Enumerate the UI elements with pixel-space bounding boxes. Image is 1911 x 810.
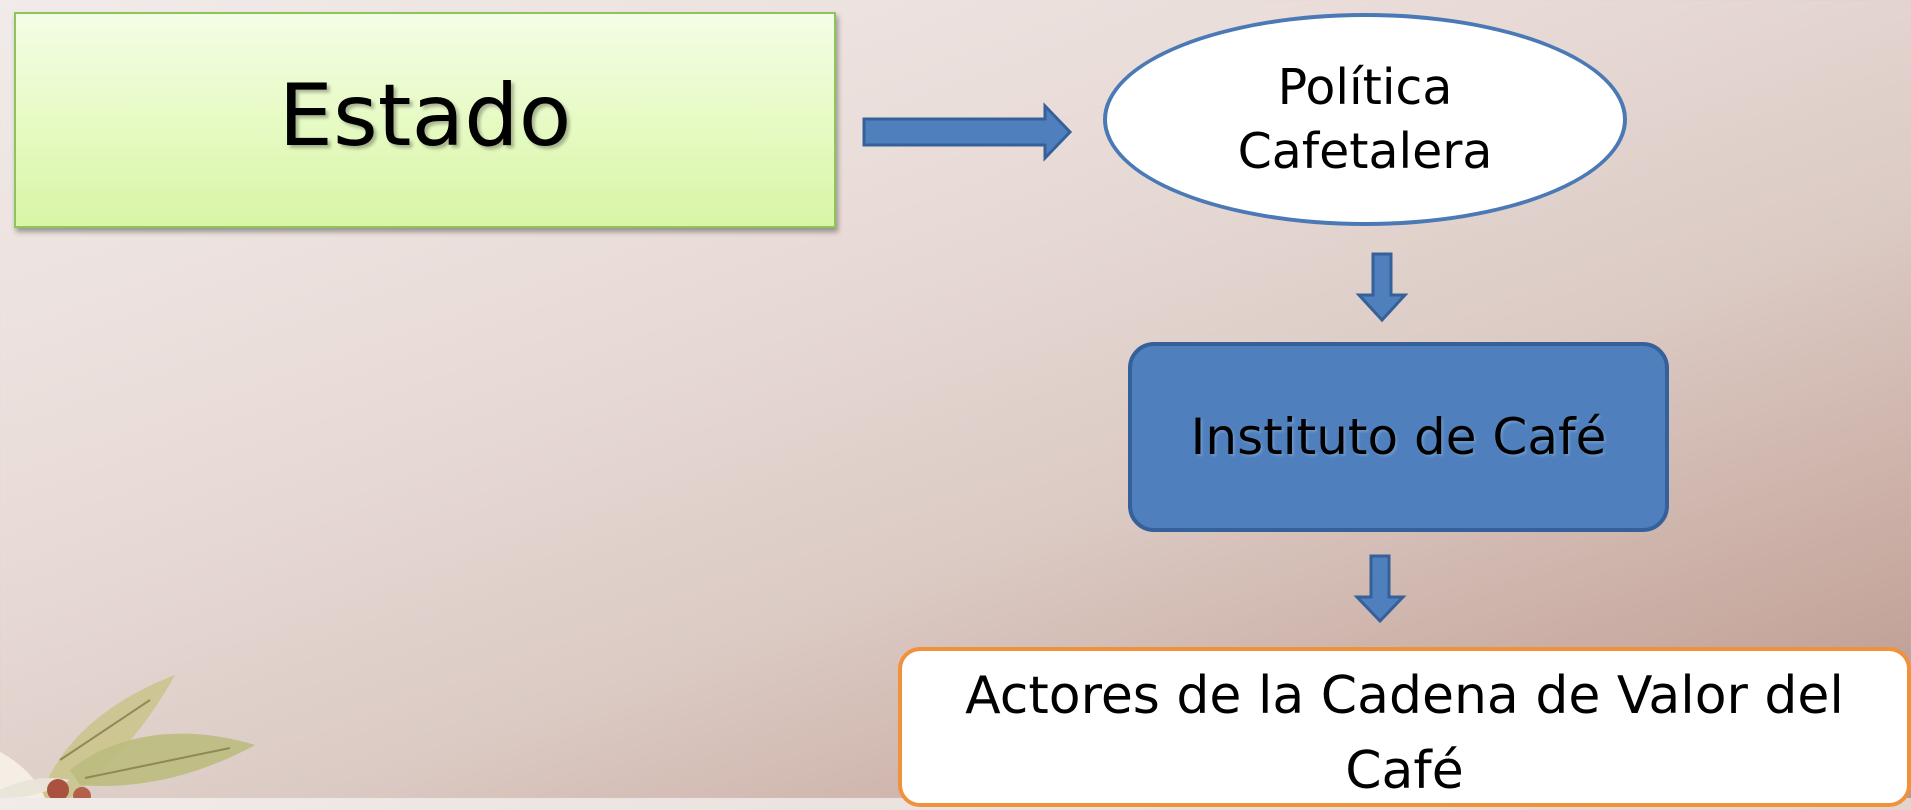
- coffee-leaves-decoration: [0, 675, 255, 798]
- estado-node: Estado: [14, 12, 836, 228]
- politica-node: Política Cafetalera: [1103, 13, 1627, 226]
- instituto-label: Instituto de Café: [1190, 408, 1607, 466]
- arrow-instituto-to-actores: [1353, 554, 1407, 624]
- actores-node: Actores de la Cadena de Valor del Café: [898, 647, 1911, 807]
- arrow-politica-to-instituto: [1355, 252, 1409, 323]
- estado-label: Estado: [278, 66, 572, 166]
- actores-label: Actores de la Cadena de Valor del Café: [965, 666, 1844, 802]
- instituto-node: Instituto de Café: [1128, 342, 1669, 532]
- arrow-estado-to-politica: [862, 102, 1073, 162]
- politica-label: Política Cafetalera: [1237, 58, 1493, 180]
